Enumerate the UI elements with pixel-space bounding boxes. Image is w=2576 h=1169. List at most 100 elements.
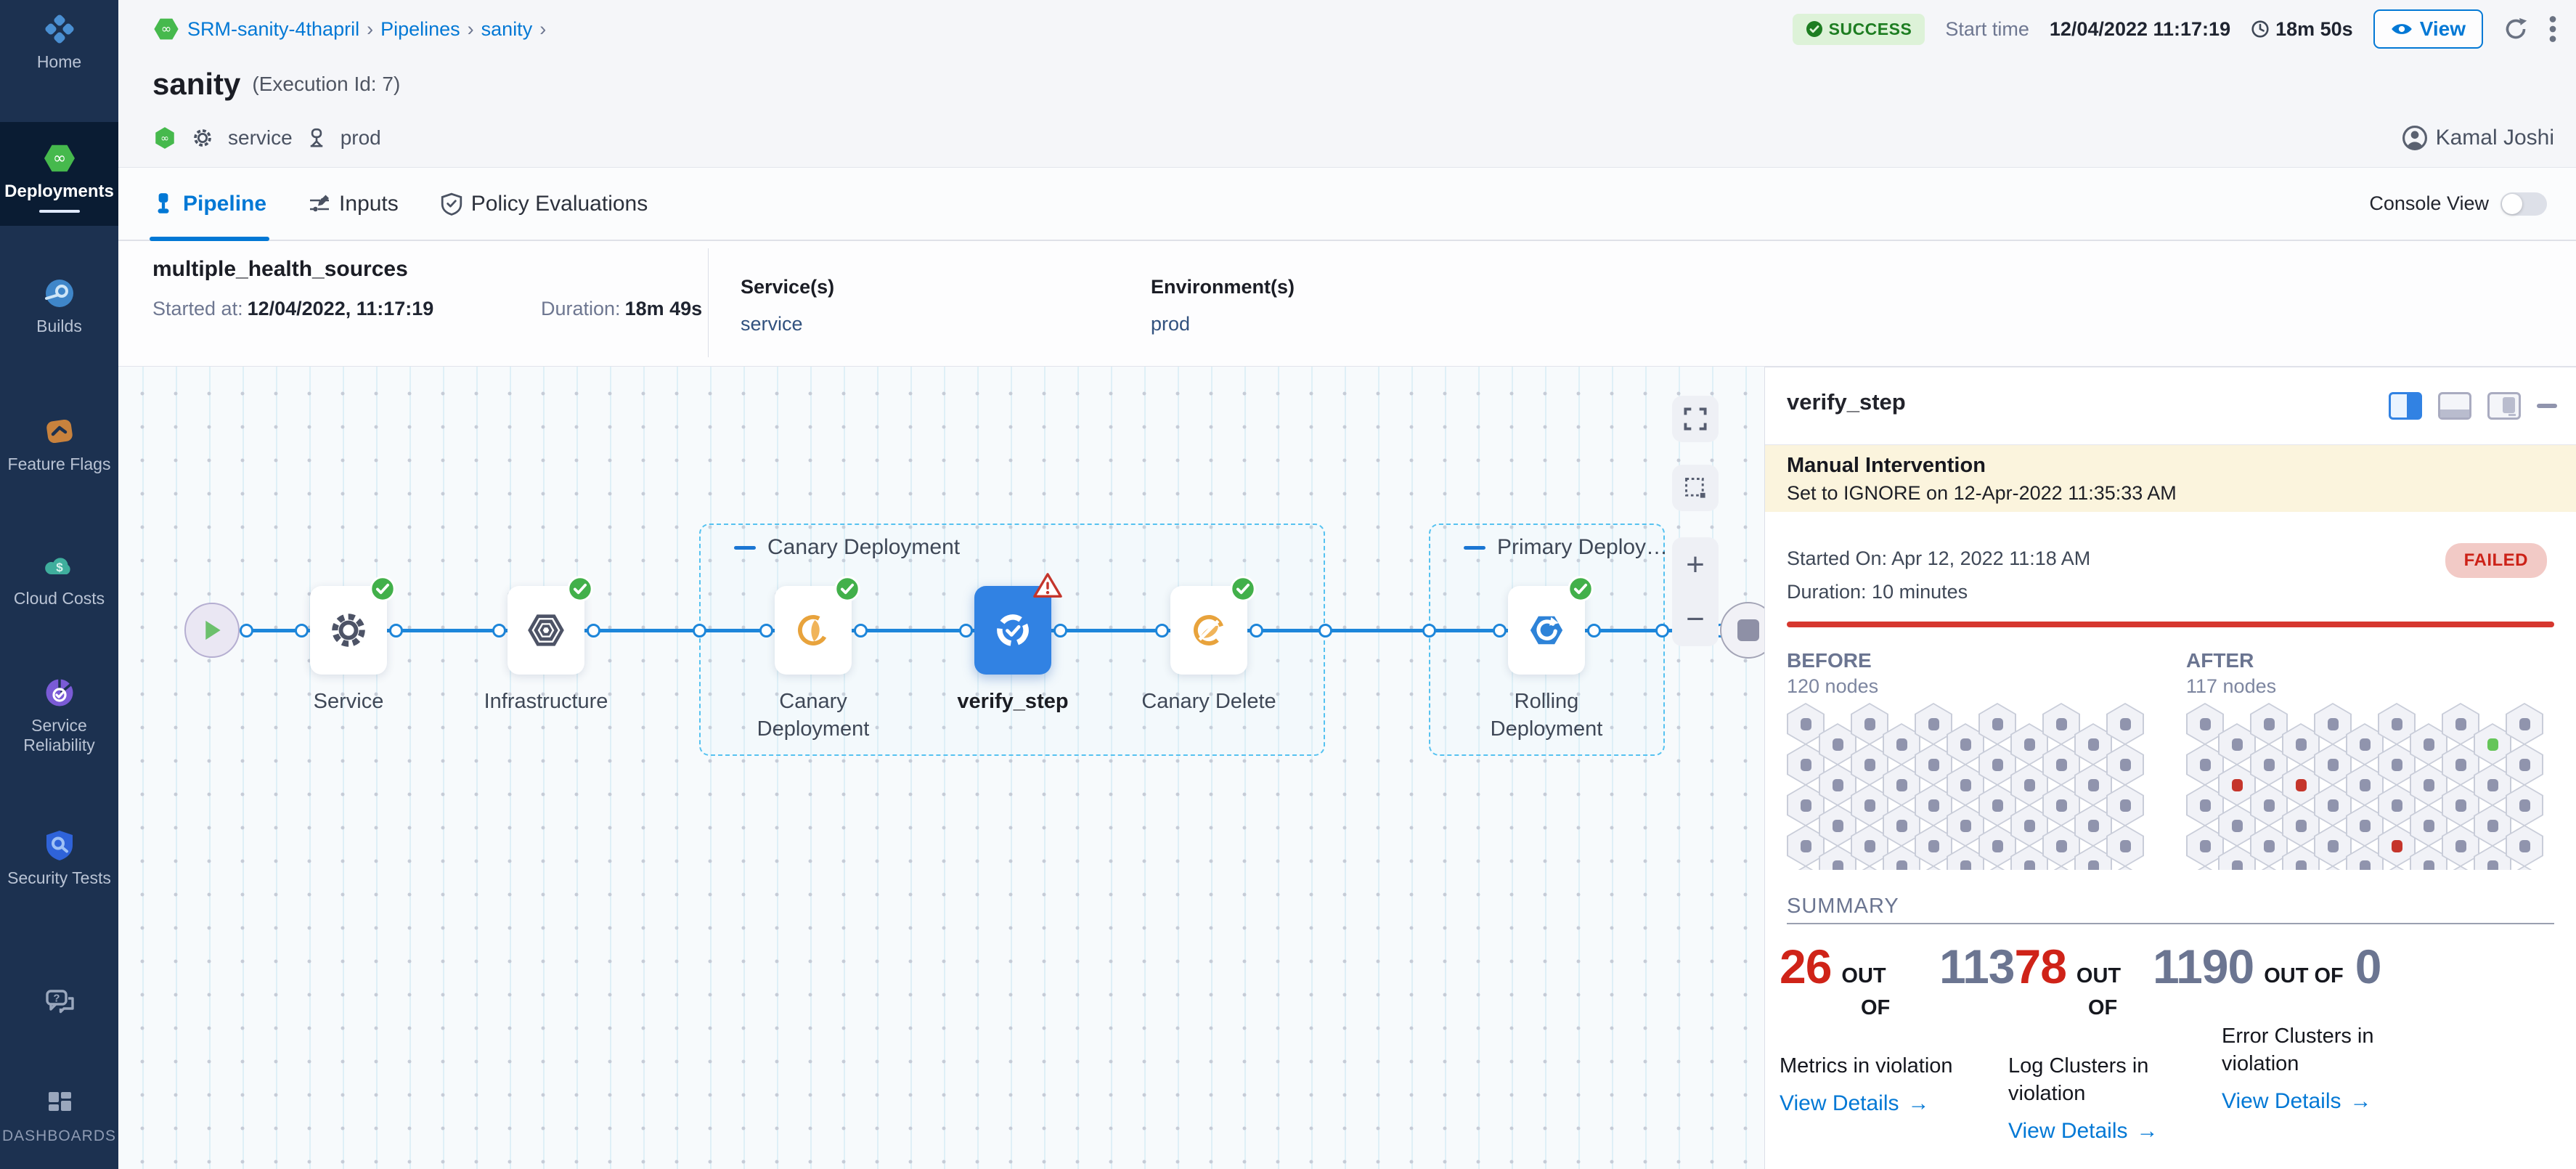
builds-icon — [44, 280, 73, 307]
pipeline-end-node[interactable] — [1720, 602, 1764, 659]
node-hex — [1883, 805, 1920, 847]
node-hex — [2250, 865, 2288, 870]
sidebar-item-home[interactable]: Home — [0, 12, 118, 72]
svg-text:?: ? — [53, 993, 60, 1005]
summary-number: 113 — [1939, 940, 2015, 993]
sidebar-item-builds[interactable]: Builds — [0, 276, 118, 336]
sidebar-item-label: Builds — [36, 317, 82, 335]
collapse-group-icon[interactable] — [1464, 545, 1485, 550]
step-node-service[interactable] — [310, 576, 396, 675]
step-node-label: verify_step — [911, 688, 1114, 715]
step-node-label: Canary Delete — [1107, 688, 1311, 715]
svg-text:∞: ∞ — [52, 150, 65, 168]
tab-pipeline[interactable]: Pipeline — [150, 168, 270, 241]
after-count: 117 nodes — [2186, 675, 2277, 697]
breadcrumb-link[interactable]: Pipelines — [380, 17, 460, 40]
success-check-icon — [1806, 21, 1822, 37]
tab-inputs[interactable]: Inputs — [309, 168, 399, 240]
minimize-panel-icon[interactable] — [2537, 404, 2557, 408]
environment-link[interactable]: prod — [1151, 313, 1191, 335]
connector-port — [1053, 623, 1067, 638]
sidebar-item-feature-flags[interactable]: Feature Flags — [0, 414, 118, 474]
view-details-link[interactable]: View Details — [2008, 1119, 2159, 1144]
canary-delete-icon — [1194, 615, 1224, 645]
view-button-label: View — [2419, 17, 2466, 40]
service-reliability-icon — [46, 679, 73, 706]
stage-group-label[interactable]: Canary Deployment — [734, 535, 960, 560]
zoom-out-button[interactable]: − — [1686, 600, 1705, 637]
service-chip[interactable]: service — [228, 126, 293, 149]
step-node-rolling_deployment[interactable] — [1508, 576, 1594, 675]
step-node-verify_step[interactable] — [974, 573, 1062, 675]
view-button[interactable]: View — [2373, 9, 2483, 49]
risk-progress-bar — [1787, 622, 2554, 627]
tab-label: Inputs — [339, 191, 399, 216]
success-badge-icon — [834, 576, 860, 602]
step-node-infrastructure[interactable] — [508, 576, 593, 675]
node-hex — [2106, 865, 2144, 870]
more-options-button[interactable] — [2548, 15, 2557, 43]
top-header: ∞SRM-sanity-4thapril›Pipelines›sanity› S… — [118, 0, 2576, 167]
connector-port — [1586, 623, 1601, 638]
console-view-toggle[interactable] — [2500, 192, 2547, 216]
pipeline-start-node[interactable] — [184, 603, 240, 658]
layout-right-panel-icon[interactable] — [2389, 392, 2422, 420]
refresh-button[interactable] — [2503, 17, 2528, 41]
environment-chip[interactable]: prod — [340, 126, 381, 149]
gear-chip-icon — [194, 129, 211, 147]
sidebar-item-help[interactable]: ? — [0, 984, 118, 1025]
step-node-canary_delete[interactable] — [1170, 576, 1256, 675]
breadcrumb-link[interactable]: SRM-sanity-4thapril — [187, 17, 360, 40]
sidebar-item-dashboards[interactable]: DASHBOARDS — [0, 1086, 118, 1146]
marquee-select-button[interactable] — [1672, 465, 1719, 511]
collapse-group-icon[interactable] — [734, 545, 756, 550]
view-details-link[interactable]: View Details — [1780, 1091, 1930, 1116]
view-details-link[interactable]: View Details — [2222, 1089, 2372, 1114]
status-text: SUCCESS — [1828, 19, 1912, 38]
connector-port — [1655, 623, 1669, 638]
breadcrumb: ∞SRM-sanity-4thapril›Pipelines›sanity› — [152, 15, 546, 43]
svg-text:∞: ∞ — [161, 23, 172, 37]
step-node-label: Service — [247, 688, 450, 715]
banner-title: Manual Intervention — [1787, 454, 1986, 477]
success-badge-icon — [1568, 576, 1594, 602]
layout-floating-panel-icon[interactable] — [2487, 392, 2521, 420]
tab-policy-evaluations[interactable]: Policy Evaluations — [441, 168, 648, 240]
home-icon — [44, 15, 74, 44]
eye-icon — [2391, 24, 2412, 34]
layout-bottom-panel-icon[interactable] — [2438, 392, 2471, 420]
node-hex — [1851, 865, 1888, 870]
after-node-grid — [2186, 703, 2553, 870]
marquee-select-icon — [1685, 478, 1705, 498]
summary-number: 1190 — [2153, 940, 2254, 993]
divider — [708, 248, 709, 357]
node-hex — [1787, 865, 1825, 870]
connector-port — [1492, 623, 1507, 638]
step-node-canary_deployment[interactable] — [775, 576, 860, 675]
svg-text:∞: ∞ — [160, 133, 169, 144]
sidebar-item-service-reliability[interactable]: Service Reliability — [0, 675, 118, 755]
summary-number: 26 — [1780, 940, 1832, 993]
breadcrumb-link[interactable]: sanity — [481, 17, 533, 40]
sidebar-item-cloud-costs[interactable]: $Cloud Costs — [0, 548, 118, 608]
infrastructure-icon — [528, 614, 564, 646]
fit-to-screen-button[interactable] — [1672, 396, 1719, 442]
sidebar-item-deployments[interactable]: ∞Deployments — [0, 122, 118, 226]
dashboards-icon — [48, 1092, 71, 1111]
stage-group-label[interactable]: Primary Deploy… — [1464, 535, 1668, 560]
zoom-in-button[interactable]: + — [1686, 546, 1705, 582]
verify-icon — [997, 614, 1029, 646]
stage-duration: Duration:18m 49s — [541, 298, 703, 319]
rolling-deployment-icon — [1530, 616, 1563, 645]
service-link[interactable]: service — [741, 313, 803, 335]
connector-port — [239, 623, 253, 638]
stage-info-bar: multiple_health_sources Started at:12/04… — [118, 241, 2576, 367]
step-label-line: Service — [313, 690, 384, 713]
user-menu[interactable]: Kamal Joshi — [2402, 126, 2554, 150]
harness-project-icon: ∞ — [154, 18, 179, 40]
sidebar-item-security-tests[interactable]: Security Tests — [0, 828, 118, 888]
tab-label: Pipeline — [183, 191, 267, 216]
